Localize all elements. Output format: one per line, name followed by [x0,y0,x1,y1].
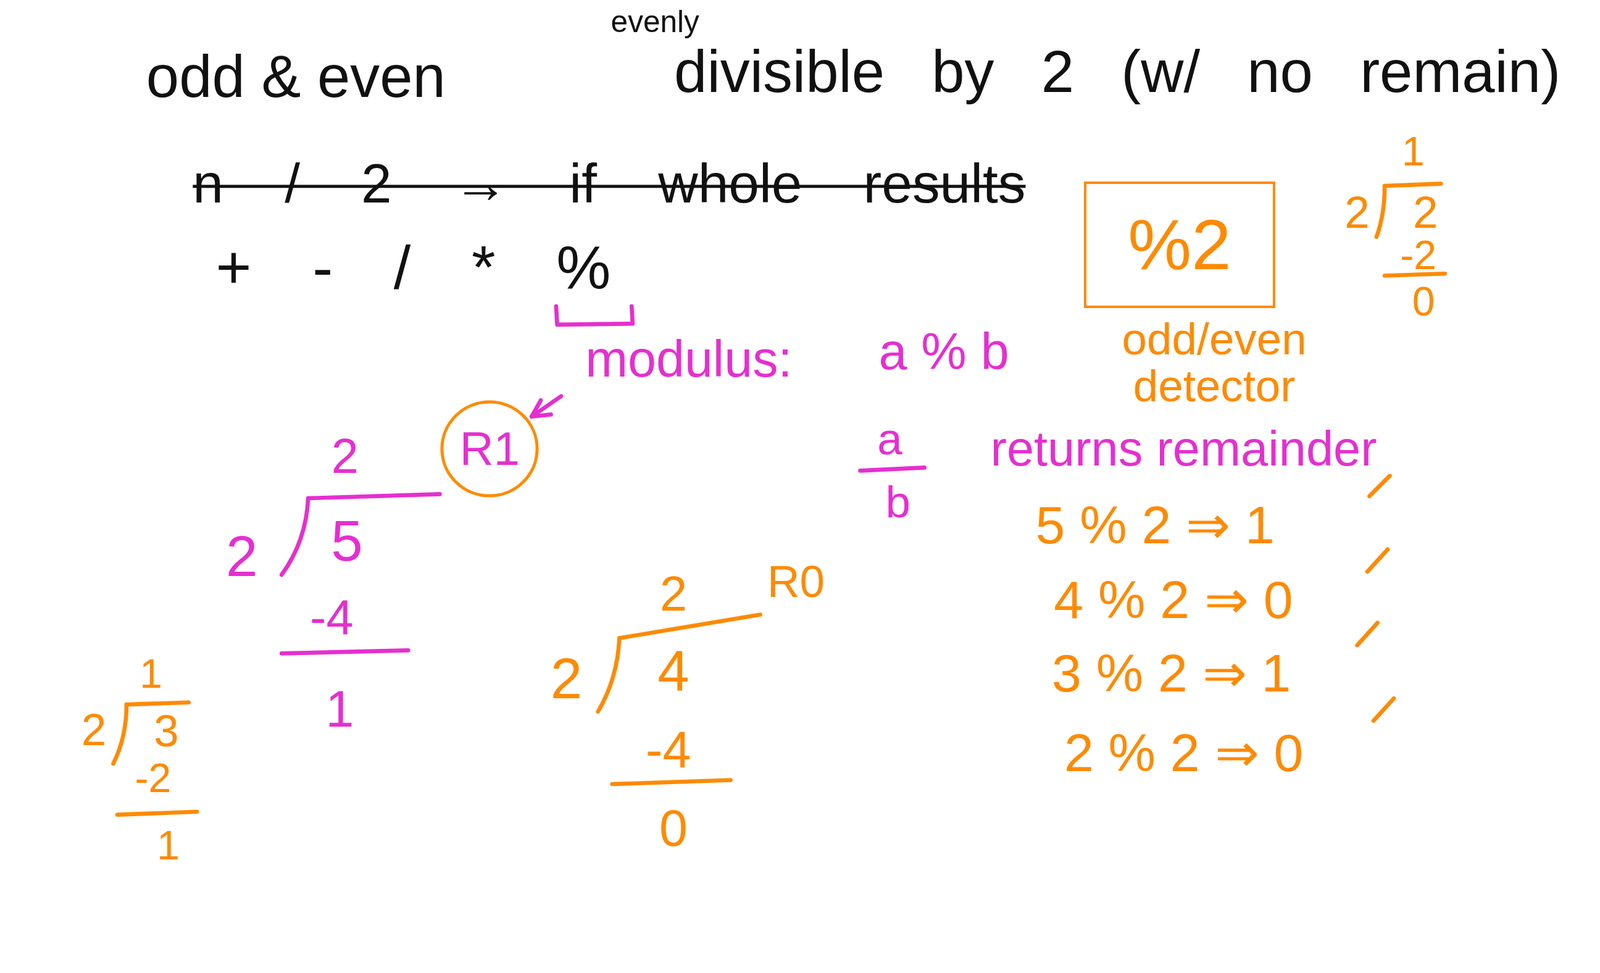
division-bar [308,493,440,499]
division-bar [1384,183,1441,186]
subtrahend: -4 [309,592,354,642]
subtrahend: -2 [135,757,172,799]
remainder-digit: 1 [325,683,354,736]
percent-bracket [556,306,633,325]
divisor-digit: 2 [81,707,107,753]
quotient-digit: 2 [659,569,688,618]
box-caption: odd/even detector [1096,314,1332,410]
remainder-digit: 0 [1412,280,1436,322]
operator-list: + - / * % [216,237,612,299]
fraction-part: a [877,416,902,462]
subtraction-line [612,779,731,784]
division-bar [619,614,760,639]
modulus-example: 4 % 2 ⇒ 0 [1053,573,1293,627]
pointer-head [531,400,551,417]
divisor-digit: 2 [550,650,583,708]
node-text: %2 [1127,209,1231,281]
remainder-note: R0 [767,559,825,605]
divisor-digit: 2 [1344,189,1370,235]
subtrahend: -2 [1400,234,1437,276]
check-mark [1373,698,1394,721]
subtraction-line [281,650,409,654]
heading: odd & even [146,46,446,107]
definition-note: returns remainder [990,424,1378,474]
modulus-example: 2 % 2 ⇒ 0 [1064,726,1304,780]
dividend-digit: 5 [330,512,363,570]
modulus-example: 3 % 2 ⇒ 1 [1051,646,1291,700]
struck-note: n / 2 → if whole results [192,156,1026,212]
divisor-digit: 2 [225,527,258,586]
check-mark [1357,622,1378,646]
term-label: modulus: [585,333,792,386]
division-bracket [281,498,309,575]
circled-remainder: R1 [438,398,541,499]
check-mark [1367,549,1388,572]
modulus-syntax: a % b [878,326,1009,378]
dividend-digit: 2 [1412,189,1438,235]
remainder-digit: 1 [156,824,180,866]
dividend-digit: 3 [153,708,179,754]
subtrahend: -4 [645,724,691,776]
quotient-digit: 2 [331,431,359,481]
fraction-part: b [885,479,910,525]
division-bracket [112,704,126,764]
dividend-digit: 4 [657,641,689,700]
quotient-digit: 1 [139,653,163,694]
fraction-bar [860,467,925,471]
division-bracket [598,638,620,712]
modulus-example: 5 % 2 ⇒ 1 [1035,498,1275,552]
quotient-digit: 1 [1401,130,1425,172]
pointer-line [531,396,562,417]
boxed-expression: %2 [1083,181,1276,309]
division-bracket [1376,185,1385,238]
check-mark [1369,475,1390,497]
division-bar [126,702,189,705]
subtraction-line [117,811,197,815]
circle-outline [441,401,538,496]
node-text: R1 [459,425,520,473]
definition-note: divisible by 2 (w/ no remain) [674,41,1561,102]
insert-word: evenly [611,7,700,39]
remainder-digit: 0 [659,803,688,855]
